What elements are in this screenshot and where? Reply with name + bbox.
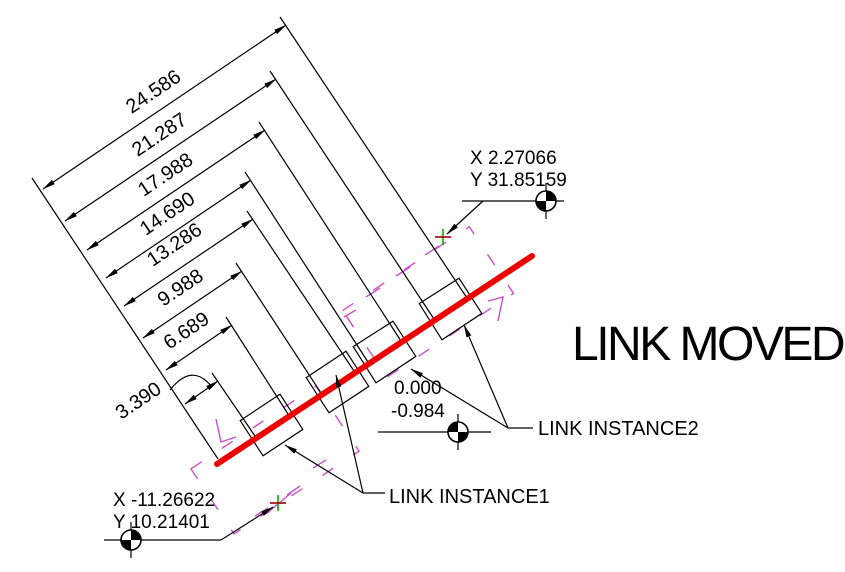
extension-line-1 bbox=[279, 16, 468, 299]
title-link-moved: LINK MOVED bbox=[572, 318, 844, 371]
extension-line-6 bbox=[235, 262, 322, 394]
dimension-line-6 bbox=[142, 270, 243, 339]
origin-marker-icon bbox=[120, 522, 142, 558]
callout-instance1-origin: X -11.26622 Y 10.21401 bbox=[104, 490, 274, 558]
origin-marker-icon bbox=[535, 183, 557, 219]
link-rect-2 bbox=[305, 350, 370, 414]
label-text: LINK INSTANCE1 bbox=[389, 486, 550, 508]
label-leader bbox=[335, 374, 364, 494]
link-rectangles bbox=[239, 277, 483, 457]
callout-x-value: X 2.27066 bbox=[470, 148, 557, 169]
ghost-rect-instance1 bbox=[189, 385, 361, 535]
dimension-8-arc bbox=[169, 374, 213, 391]
extension-line-2 bbox=[269, 70, 435, 320]
label-link-instance2: LINK INSTANCE2 bbox=[410, 324, 699, 440]
callout-move-offset: 0.000 -0.984 bbox=[378, 378, 491, 450]
label-link-instance1: LINK INSTANCE1 bbox=[284, 374, 550, 508]
extension-line-5 bbox=[246, 210, 355, 372]
origin-marker-icon bbox=[447, 414, 469, 450]
link-rect-3 bbox=[352, 320, 417, 384]
insertion-point-icon bbox=[270, 495, 286, 511]
label-leader bbox=[284, 444, 364, 494]
insertion-point-icon bbox=[435, 229, 451, 245]
callout-y-value: Y 31.85159 bbox=[470, 170, 567, 191]
callout-leader bbox=[446, 200, 484, 235]
callout-x-value: 0.000 bbox=[394, 378, 442, 399]
callout-y-value: Y 10.21401 bbox=[113, 512, 210, 533]
dimension-baseline bbox=[31, 177, 219, 460]
moved-link-line bbox=[214, 253, 535, 467]
label-text: LINK INSTANCE2 bbox=[538, 418, 699, 440]
link-rect-4 bbox=[418, 277, 483, 341]
ghost-rect-instance2 bbox=[341, 225, 515, 379]
ghost-link-outlines bbox=[189, 225, 515, 535]
link-rect-1 bbox=[239, 393, 304, 457]
dimension-line-8 bbox=[184, 380, 219, 405]
callout-y-value: -0.984 bbox=[391, 401, 445, 422]
extension-line-8 bbox=[211, 372, 256, 437]
label-leader bbox=[410, 368, 509, 429]
callout-instance2-origin: X 2.27066 Y 31.85159 bbox=[446, 148, 567, 235]
dimension-line-7 bbox=[165, 324, 233, 371]
callout-leader bbox=[220, 506, 274, 541]
extension-line-3 bbox=[258, 121, 402, 342]
label-leader bbox=[463, 324, 509, 429]
extension-line-4 bbox=[244, 171, 369, 363]
extension-line-7 bbox=[225, 316, 289, 415]
callout-x-value: X -11.26622 bbox=[113, 490, 215, 511]
